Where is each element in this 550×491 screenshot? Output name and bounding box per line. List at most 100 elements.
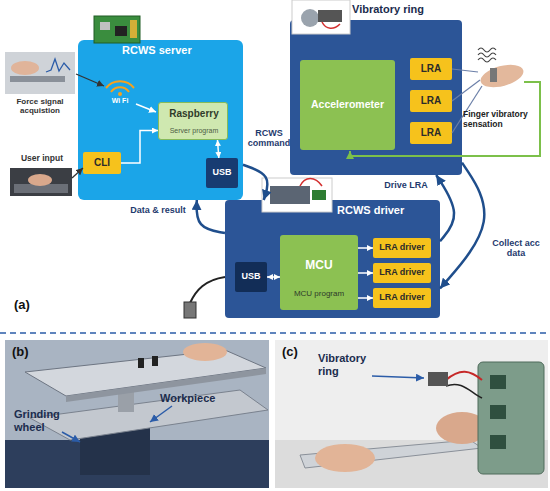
node-label: Accelerometer — [300, 98, 395, 110]
annotation-label: (b) — [12, 345, 29, 360]
node-label: LRA driver — [373, 292, 431, 302]
board — [94, 16, 140, 43]
header — [130, 20, 137, 38]
actuator-box: LRA — [410, 58, 452, 80]
photo-frame — [5, 52, 75, 94]
hand — [28, 174, 52, 186]
plate — [10, 76, 65, 82]
hand — [11, 61, 39, 75]
driver-board — [478, 362, 544, 474]
vibration-wave — [478, 48, 496, 52]
annotation-label: Vibratory ring — [318, 352, 374, 377]
wire — [446, 384, 482, 398]
node-label: LRA — [410, 95, 452, 107]
panel-divider — [0, 332, 550, 334]
keyboard — [14, 184, 68, 193]
component-box: Accelerometer — [300, 60, 395, 150]
plate — [300, 440, 482, 468]
photo-frame — [5, 340, 269, 488]
port-box: USB — [235, 262, 267, 292]
chip — [100, 22, 110, 30]
annotation-label: Force signal acquistion — [0, 97, 80, 115]
node-label: USB — [235, 271, 267, 281]
chip — [490, 375, 506, 389]
callout-arrow — [62, 432, 80, 442]
connector-arrow — [197, 200, 225, 233]
annotation-label: Workpiece — [160, 392, 215, 405]
usb-plug — [184, 302, 196, 318]
grinding-photo — [5, 340, 269, 488]
node-label: USB — [206, 167, 238, 177]
raspberry-board-photo — [94, 16, 140, 43]
ring-device — [428, 372, 448, 386]
machine-base — [5, 440, 269, 488]
node-label: MCU — [280, 259, 358, 273]
hand — [436, 412, 488, 444]
node-label: LRA driver — [373, 242, 431, 252]
port-box: USB — [206, 158, 238, 188]
vibration-wave — [478, 58, 496, 62]
module-box: Vibratory ringAccelerometerLRALRALRA — [290, 20, 462, 175]
annotation-label: Grinding wheel — [14, 408, 74, 433]
finger-illustration — [478, 48, 526, 91]
node-label: LRA driver — [373, 267, 431, 277]
pillar — [118, 372, 134, 412]
ring-use-photo — [275, 340, 548, 488]
vibration-wave — [478, 53, 496, 57]
chip — [115, 26, 127, 36]
edge-label: RCWS command — [247, 128, 291, 149]
hand — [315, 444, 375, 472]
callout-arrow — [372, 376, 424, 378]
workpiece-plate — [25, 350, 266, 396]
usb-cable — [190, 277, 225, 303]
node-sublabel: Server program — [159, 127, 229, 135]
callout-arrow — [150, 406, 172, 422]
annotation-label: User input — [12, 154, 72, 164]
chip — [490, 435, 506, 449]
signal-trace — [46, 59, 70, 72]
annotation-label: (a) — [14, 298, 30, 313]
chip — [312, 190, 326, 200]
node-label: LRA — [410, 63, 452, 75]
node-label: Vibratory ring — [352, 3, 462, 16]
force-photo — [5, 52, 75, 94]
node-label: LRA — [410, 127, 452, 139]
node-label: RCWS driver — [337, 204, 437, 217]
annotation-label: Finger vibratory sensation — [463, 110, 537, 130]
knob — [152, 356, 158, 366]
knob — [138, 358, 144, 368]
grinding-wheel — [80, 420, 150, 475]
driver-box: LRA driver — [373, 238, 431, 258]
photo-frame — [275, 340, 548, 488]
actuator-box: LRA — [410, 122, 452, 144]
actuator-box: LRA — [410, 90, 452, 112]
wire — [446, 372, 482, 380]
table — [275, 440, 548, 488]
component-box: MCU MCU program — [280, 235, 358, 310]
edge-label: Drive LRA — [378, 180, 434, 190]
node-label: CLI — [83, 157, 121, 169]
photo-frame — [10, 168, 72, 196]
connector-arrow — [440, 163, 484, 289]
node-label: RCWS server — [122, 44, 212, 57]
ring-band — [490, 68, 497, 82]
chip — [490, 405, 506, 419]
edge-label: Collect acc data — [486, 238, 546, 259]
component-box: RaspberryServer program — [158, 102, 228, 140]
base-plate — [30, 390, 268, 440]
module-box: RCWS driverUSBMCUMCU programLRA driverLR… — [225, 200, 440, 318]
wire — [300, 179, 322, 187]
connector-arrow — [243, 165, 267, 200]
node-sublabel: MCU program — [280, 289, 358, 298]
hand — [183, 343, 227, 361]
wheel-top — [80, 412, 150, 428]
annotation-label: Wi Fi — [105, 97, 135, 105]
node-label: Raspberry — [159, 108, 229, 120]
annotation-label: (c) — [282, 345, 298, 360]
finger — [478, 61, 526, 92]
driver-box: LRA driver — [373, 263, 431, 283]
component-box: CLI — [83, 152, 121, 174]
edge-label: Data & result — [126, 205, 190, 215]
module-box: RCWS serverRaspberryServer programCLI USB — [78, 40, 243, 200]
